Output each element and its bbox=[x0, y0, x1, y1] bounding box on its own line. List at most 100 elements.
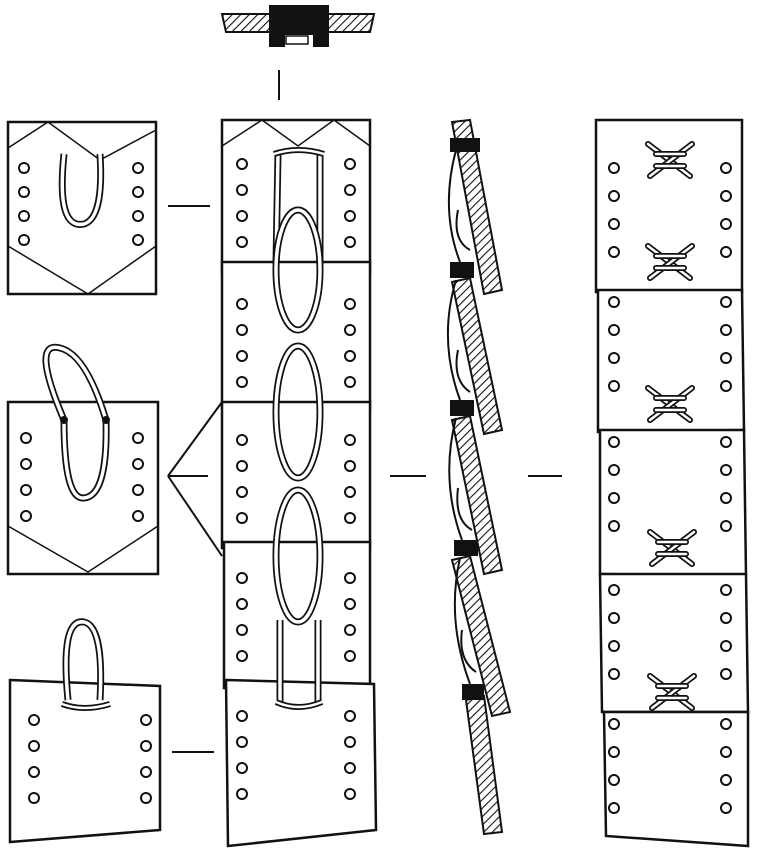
lacing-hole bbox=[236, 350, 248, 362]
lacing-hole bbox=[344, 598, 356, 610]
lacing-hole bbox=[140, 714, 152, 726]
lacing-hole bbox=[344, 650, 356, 662]
lacing-hole bbox=[608, 464, 620, 476]
cross-lace bbox=[645, 385, 695, 423]
lacing-hole bbox=[18, 162, 30, 174]
lacing-hole bbox=[132, 458, 144, 470]
lacing-hole bbox=[720, 436, 732, 448]
lacing-hole bbox=[28, 740, 40, 752]
lacing-hole bbox=[344, 298, 356, 310]
lacing-hole bbox=[720, 668, 732, 680]
lacing-hole bbox=[720, 352, 732, 364]
lacing-hole bbox=[608, 584, 620, 596]
lacing-hole bbox=[20, 510, 32, 522]
lacing-hole bbox=[236, 486, 248, 498]
lacing-hole bbox=[236, 434, 248, 446]
lacing-hole bbox=[236, 598, 248, 610]
lacing-hole bbox=[28, 792, 40, 804]
lacing-hole bbox=[720, 380, 732, 392]
lacing-hole bbox=[236, 236, 248, 248]
lacing-hole bbox=[344, 434, 356, 446]
lacing-hole bbox=[344, 788, 356, 800]
lacing-hole bbox=[608, 492, 620, 504]
lacing-hole bbox=[236, 624, 248, 636]
lacing-hole bbox=[236, 324, 248, 336]
lacing-hole bbox=[344, 572, 356, 584]
lacing-hole bbox=[18, 210, 30, 222]
lacing-hole bbox=[608, 352, 620, 364]
lacing-hole bbox=[236, 184, 248, 196]
lacing-hole bbox=[344, 158, 356, 170]
lacing-hole bbox=[236, 650, 248, 662]
lacing-hole bbox=[720, 584, 732, 596]
front-chain bbox=[272, 147, 325, 710]
lacing-hole bbox=[720, 492, 732, 504]
lacing-hole bbox=[608, 246, 620, 258]
lacing-hole bbox=[720, 218, 732, 230]
lacing-hole bbox=[140, 792, 152, 804]
lacing-hole bbox=[132, 484, 144, 496]
lacing-hole bbox=[344, 624, 356, 636]
lacing-hole bbox=[720, 162, 732, 174]
lacing-hole bbox=[236, 762, 248, 774]
lacing-hole bbox=[720, 190, 732, 202]
lacing-hole bbox=[608, 718, 620, 730]
lacing-hole bbox=[344, 376, 356, 388]
lacing-hole bbox=[720, 520, 732, 532]
single-plate-1 bbox=[6, 120, 158, 296]
lacing-hole bbox=[236, 460, 248, 472]
lacing-hole bbox=[236, 710, 248, 722]
top-section bbox=[220, 5, 376, 100]
lacing-hole bbox=[608, 218, 620, 230]
cross-lace bbox=[645, 243, 695, 281]
lacing-hole bbox=[608, 296, 620, 308]
lacing-hole bbox=[236, 158, 248, 170]
lacing-hole bbox=[608, 612, 620, 624]
lacing-hole bbox=[236, 736, 248, 748]
lacing-hole bbox=[236, 512, 248, 524]
lacing-hole bbox=[344, 762, 356, 774]
lacing-hole bbox=[720, 640, 732, 652]
lacing-hole bbox=[132, 186, 144, 198]
lacing-hole bbox=[20, 458, 32, 470]
lacing-hole bbox=[132, 162, 144, 174]
single-plate-3 bbox=[8, 618, 162, 844]
lacing-hole bbox=[608, 162, 620, 174]
cross-lace bbox=[647, 529, 697, 567]
lacing-hole bbox=[140, 766, 152, 778]
lacing-hole bbox=[720, 464, 732, 476]
lacing-hole bbox=[344, 460, 356, 472]
cross-lace bbox=[645, 141, 695, 179]
lacing-hole bbox=[608, 324, 620, 336]
lacing-hole bbox=[132, 210, 144, 222]
lacing-hole bbox=[608, 380, 620, 392]
lacing-hole bbox=[720, 746, 732, 758]
lacing-hole bbox=[344, 736, 356, 748]
lacing-hole bbox=[236, 210, 248, 222]
back-cross-lacing bbox=[645, 141, 697, 711]
lacing-hole bbox=[28, 714, 40, 726]
lacing-hole bbox=[140, 740, 152, 752]
lacing-hole bbox=[344, 324, 356, 336]
assembled-back bbox=[594, 118, 750, 848]
lacing-hole bbox=[608, 640, 620, 652]
cross-lace bbox=[647, 673, 697, 711]
lacing-hole bbox=[344, 512, 356, 524]
lacing-hole bbox=[720, 612, 732, 624]
lacing-hole bbox=[608, 190, 620, 202]
lacing-hole bbox=[720, 802, 732, 814]
side-section bbox=[446, 118, 512, 836]
lacing-hole bbox=[344, 184, 356, 196]
lacing-hole bbox=[20, 432, 32, 444]
lacing-hole bbox=[20, 484, 32, 496]
left-leaders bbox=[167, 205, 223, 753]
lacing-hole bbox=[344, 486, 356, 498]
lacing-hole bbox=[236, 572, 248, 584]
single-plate-2 bbox=[6, 343, 160, 576]
lacing-hole bbox=[720, 324, 732, 336]
lacing-hole bbox=[344, 710, 356, 722]
lacing-hole bbox=[720, 246, 732, 258]
lacing-hole bbox=[132, 432, 144, 444]
lacing-hole bbox=[236, 376, 248, 388]
